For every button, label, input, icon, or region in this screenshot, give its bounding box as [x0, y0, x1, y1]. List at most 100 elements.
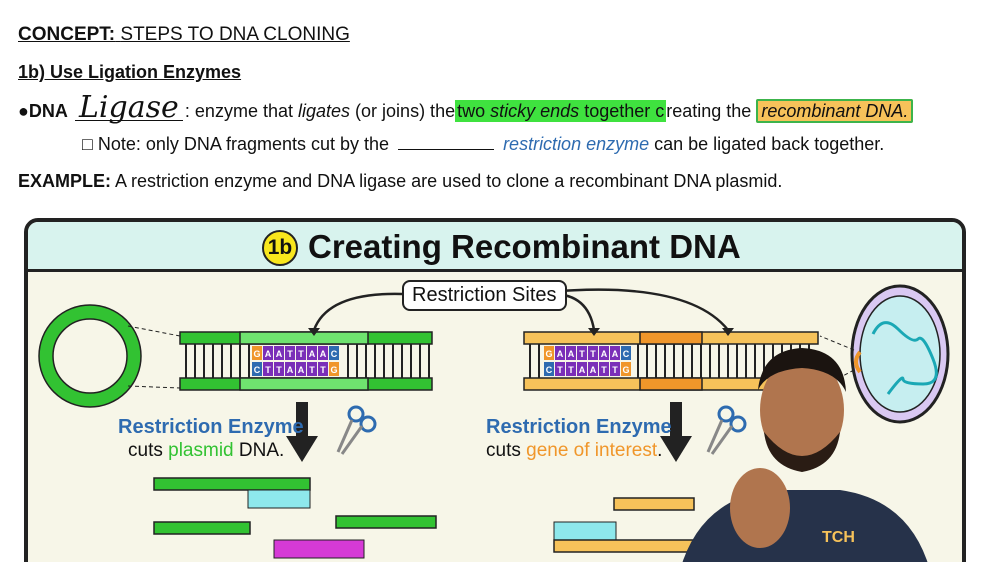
base-letter: A: [298, 365, 305, 375]
recombinant-dna-text: recombinant DNA.: [761, 101, 909, 121]
note-line: □ Note: only DNA fragments cut by the re…: [82, 134, 884, 155]
right-cuts-prefix: cuts: [486, 440, 521, 461]
down-arrow-left-head: [286, 436, 318, 462]
right-enzyme-label: Restriction Enzyme: [486, 416, 672, 438]
handwritten-ligase: Ligase: [74, 93, 183, 123]
chromosome-squiggle: [871, 321, 938, 395]
hl-together: together c: [584, 101, 665, 121]
base-block: [285, 362, 295, 376]
base-letter: A: [276, 349, 283, 359]
base-letter: A: [590, 365, 597, 375]
base-block: [274, 362, 284, 376]
base-block: [329, 362, 339, 376]
concept-title: STEPS TO DNA CLONING: [120, 24, 350, 45]
base-block: [544, 346, 554, 360]
definition-text-after: reating the: [666, 101, 752, 121]
plasmid-ring-outer: [38, 304, 142, 408]
down-arrow-right-shaft: [670, 402, 682, 440]
base-block: [252, 346, 262, 360]
panel-title: Creating Recombinant DNA: [308, 228, 741, 265]
base-letter: A: [612, 349, 619, 359]
bullet-dna: ●DNA: [18, 101, 68, 121]
base-letter: T: [579, 349, 585, 359]
base-letter: G: [622, 365, 629, 375]
panel-header: 1b Creating Recombinant DNA: [28, 222, 962, 272]
base-letter: T: [557, 365, 563, 375]
base-letter: T: [287, 349, 293, 359]
note-restriction-enzyme: restriction enzyme: [503, 134, 650, 154]
base-block: [599, 362, 609, 376]
base-block: [318, 362, 328, 376]
base-block: [555, 362, 565, 376]
note-text-after: can be ligated back together.: [654, 134, 885, 154]
base-block: [296, 362, 306, 376]
base-block: [544, 362, 554, 376]
left-cuts-suffix: DNA.: [238, 440, 285, 461]
highlight-sticky-ends: two sticky ends together c: [455, 100, 667, 122]
zoom-line-top-left: [127, 325, 181, 337]
right-cuts-suffix: .: [657, 440, 663, 461]
example-line: EXAMPLE: A restriction enzyme and DNA li…: [18, 171, 782, 192]
base-block: [263, 346, 273, 360]
base-letter: G: [545, 349, 552, 359]
base-block: [318, 346, 328, 360]
instructor-video-overlay: TCH: [682, 348, 928, 562]
base-block: [610, 362, 620, 376]
definition-colon: :: [184, 101, 190, 121]
base-letter: T: [298, 349, 304, 359]
base-block: [588, 346, 598, 360]
concept-heading: CONCEPT: STEPS TO DNA CLONING: [18, 24, 350, 46]
base-letter: A: [320, 349, 327, 359]
base-letter: T: [265, 365, 271, 375]
arrow-head-left: [308, 328, 320, 336]
arrow-to-right-site-2: [547, 288, 729, 331]
left-cuts-plasmid: plasmid: [168, 440, 234, 461]
base-block: [599, 346, 609, 360]
base-letter: T: [568, 365, 574, 375]
base-letter: T: [320, 365, 326, 375]
instructor-beard: [764, 432, 840, 472]
base-letter: T: [309, 365, 315, 375]
base-letter: G: [253, 349, 260, 359]
base-letter: T: [601, 365, 607, 375]
base-letter: C: [546, 365, 553, 375]
definition-text-before: enzyme that: [194, 101, 293, 121]
base-block: [577, 362, 587, 376]
arrow-head-right-2: [722, 328, 734, 336]
instructor-face: [760, 356, 844, 464]
step-badge: 1b: [262, 230, 298, 266]
scissors-icon-right: [706, 405, 747, 455]
shirt-logo-text: TCH: [822, 529, 855, 546]
left-cuts-label: cuts plasmid DNA.: [128, 440, 284, 462]
base-block: [588, 362, 598, 376]
base-letter: C: [331, 349, 338, 359]
base-letter: C: [623, 349, 630, 359]
base-letter: A: [287, 365, 294, 375]
cut-plasmid-fragment-bottom: [273, 515, 437, 559]
base-block: [555, 346, 565, 360]
right-cuts-gene: gene of interest: [526, 440, 658, 461]
note-checkbox: □: [82, 134, 93, 154]
base-block: [621, 346, 631, 360]
zoom-line-top-right: [819, 335, 855, 351]
base-letter: G: [330, 365, 337, 375]
gene-of-interest-segment: [854, 350, 862, 374]
base-block: [329, 346, 339, 360]
base-block: [285, 346, 295, 360]
hl-sticky-ends-italic: sticky ends: [490, 101, 580, 121]
arrow-to-left-site: [312, 292, 403, 331]
right-cuts-label: cuts gene of interest.: [486, 440, 662, 462]
base-block: [263, 362, 273, 376]
left-cuts-prefix: cuts: [128, 440, 163, 461]
highlight-recombinant-dna: recombinant DNA.: [756, 99, 914, 123]
definition-text-middle: (or joins) the: [355, 101, 456, 121]
down-arrow-left-shaft: [296, 402, 308, 440]
zoom-line-bottom-left: [127, 385, 181, 389]
base-block: [296, 346, 306, 360]
scissors-icon-left: [336, 405, 377, 455]
base-block: [274, 346, 284, 360]
base-letter: A: [265, 349, 272, 359]
